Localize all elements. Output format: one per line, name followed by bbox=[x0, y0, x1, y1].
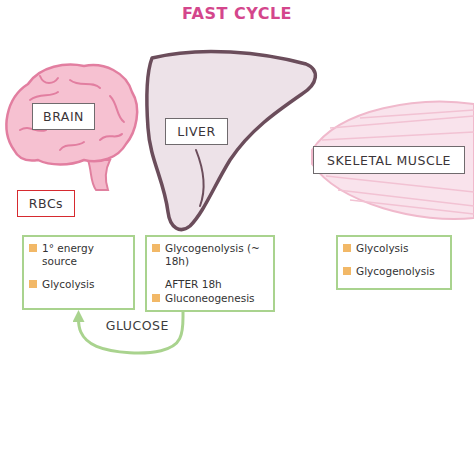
label-text: SKELETAL MUSCLE bbox=[327, 153, 451, 168]
brain-illustration bbox=[6, 65, 137, 190]
pathway-box: GlycolysisGlycogenolysis bbox=[336, 235, 452, 290]
organ-label: BRAIN bbox=[32, 103, 95, 130]
pathway-item: Glycolysis bbox=[342, 242, 446, 255]
pathway-item: AFTER 18h bbox=[151, 278, 269, 291]
muscle-illustration bbox=[312, 102, 474, 219]
pathway-item: Glycolysis bbox=[28, 278, 129, 291]
pathway-item: Glycogenolysis bbox=[342, 265, 446, 278]
organ-label: LIVER bbox=[165, 118, 228, 145]
pathway-item: Glycogenolysis (~ 18h) bbox=[151, 242, 269, 268]
pathway-item: Gluconeogenesis bbox=[151, 292, 269, 305]
label-text: RBCs bbox=[29, 196, 63, 211]
pathway-box: 1° energy sourceGlycolysis bbox=[22, 235, 135, 310]
flow-arrow bbox=[79, 312, 184, 353]
label-text: BRAIN bbox=[43, 109, 84, 124]
liver-illustration bbox=[147, 51, 316, 229]
diagram-title: FAST CYCLE bbox=[0, 4, 474, 23]
pathway-item: 1° energy source bbox=[28, 242, 129, 268]
pathway-box: Glycogenolysis (~ 18h) AFTER 18hGluconeog… bbox=[145, 235, 275, 312]
edge-label: GLUCOSE bbox=[106, 318, 169, 333]
flow-arrow-path bbox=[79, 312, 184, 353]
label-text: LIVER bbox=[177, 124, 215, 139]
organ-label: SKELETAL MUSCLE bbox=[313, 146, 465, 174]
cell-label: RBCs bbox=[17, 190, 75, 217]
